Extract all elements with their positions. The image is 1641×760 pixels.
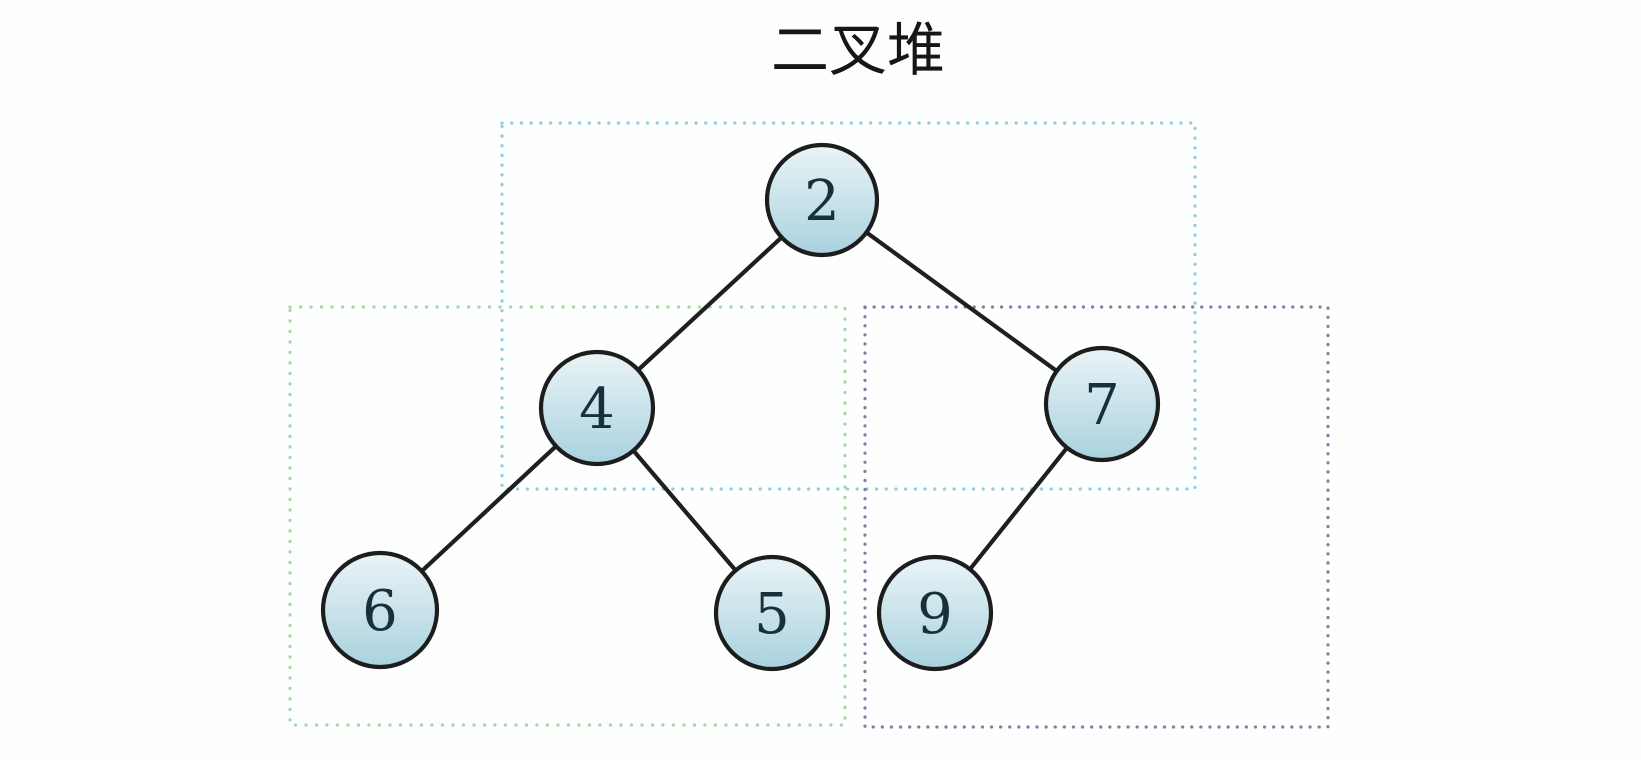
node-circle-right-left (876, 554, 994, 672)
tree-edges (378, 198, 1104, 615)
node-circle-left (538, 349, 656, 467)
subtree-box-top (500, 121, 1197, 491)
node-circle-left-right (713, 554, 831, 672)
diagram-title: 二叉堆 (771, 16, 945, 84)
node-circle-right (1043, 345, 1161, 463)
node-value: 6 (362, 579, 398, 644)
node-circle-left-left (320, 550, 440, 670)
node-value: 7 (1084, 373, 1120, 438)
node-value: 5 (754, 582, 790, 647)
subtree-box-left (288, 305, 847, 727)
node-value: 9 (917, 582, 953, 647)
node-value: 2 (804, 169, 840, 234)
node-circle-root (764, 142, 880, 258)
tree-nodes (320, 142, 1161, 672)
tree-node-values: 2 4 7 6 5 9 (362, 169, 1120, 647)
subtree-box-right (863, 305, 1330, 729)
node-value: 4 (579, 377, 615, 442)
